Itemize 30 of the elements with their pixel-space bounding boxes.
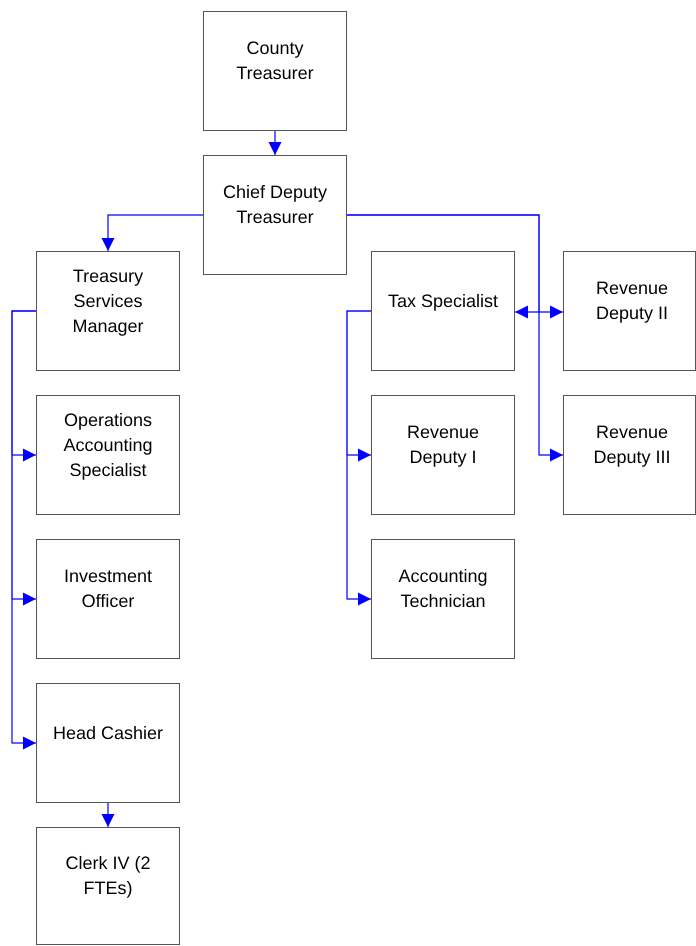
job-title: Treasury Services Manager (71, 264, 145, 338)
job-title: Clerk IV (2 FTEs) (64, 852, 152, 900)
connector-arrow (11, 310, 36, 750)
position-box (36, 395, 180, 515)
position-box (203, 155, 347, 275)
job-title: Revenue Deputy III (592, 421, 672, 469)
position-box (563, 251, 696, 371)
position-box (36, 539, 180, 659)
connector-arrow (102, 803, 114, 827)
position-box (203, 11, 347, 131)
position-box (371, 395, 515, 515)
job-title: Tax Specialist (388, 290, 498, 313)
connector-arrow (346, 310, 371, 606)
position-box (563, 395, 696, 515)
job-title: Operations Accounting Specialist (62, 408, 154, 482)
job-title: Head Cashier (52, 722, 164, 744)
position-box (36, 251, 180, 371)
position-box (36, 827, 180, 945)
position-box (36, 683, 180, 803)
job-title: Accounting Technician (397, 565, 489, 613)
job-title: Investment Officer (62, 565, 154, 613)
connector-arrow (347, 214, 563, 462)
connector-arrow (102, 214, 203, 251)
position-box (371, 251, 515, 371)
job-title: Revenue Deputy I (406, 421, 480, 469)
job-title: County Treasurer (235, 37, 315, 85)
job-title: Revenue Deputy II (594, 277, 670, 325)
job-title: Chief Deputy Treasurer (222, 181, 328, 229)
position-box (371, 539, 515, 659)
connector-arrow (268, 131, 282, 155)
